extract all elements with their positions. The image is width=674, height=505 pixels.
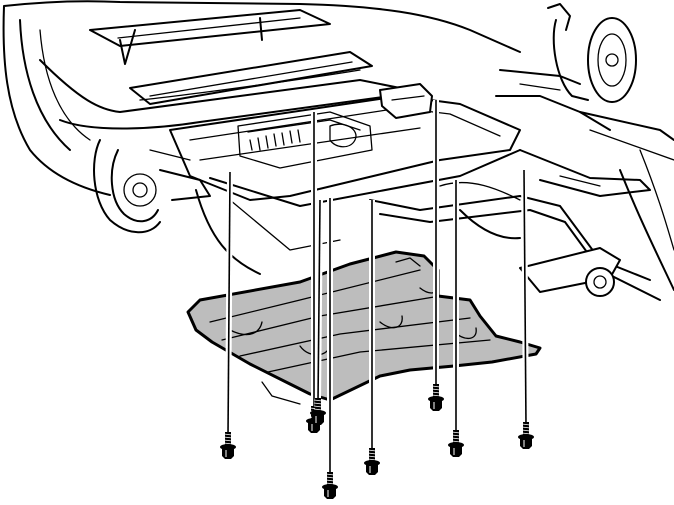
left-wheel-hub — [93, 139, 211, 234]
splash-shield — [186, 250, 542, 405]
hex-flange-bolt-icon — [518, 422, 534, 449]
fastener-5 — [428, 100, 444, 411]
splash-shield-panel — [186, 250, 542, 402]
fastener-3 — [322, 198, 338, 499]
hex-flange-bolt-icon — [428, 384, 444, 411]
vehicle-underbody — [2, 0, 674, 301]
fastener-group — [220, 100, 534, 499]
guide-line — [227, 171, 231, 437]
front-subframe — [169, 95, 521, 201]
fastener-7 — [518, 169, 534, 449]
fastener-8 — [310, 199, 326, 425]
hex-flange-bolt-icon — [322, 472, 338, 499]
guide-line — [317, 199, 321, 403]
hex-flange-bolt-icon — [310, 398, 326, 425]
fastener-4 — [364, 200, 380, 475]
right-wheel-hub — [495, 3, 674, 161]
hex-flange-bolt-icon — [220, 432, 236, 459]
engine-oil-pan — [237, 111, 373, 169]
hex-flange-bolt-icon — [448, 430, 464, 457]
guide-line — [523, 169, 527, 427]
front-bumper — [2, 0, 521, 196]
bumper-opening-lower — [129, 51, 373, 105]
fastener-6 — [448, 180, 464, 457]
hex-flange-bolt-icon — [364, 448, 380, 475]
fastener-1 — [220, 171, 236, 459]
lower-control-arm — [519, 149, 651, 197]
